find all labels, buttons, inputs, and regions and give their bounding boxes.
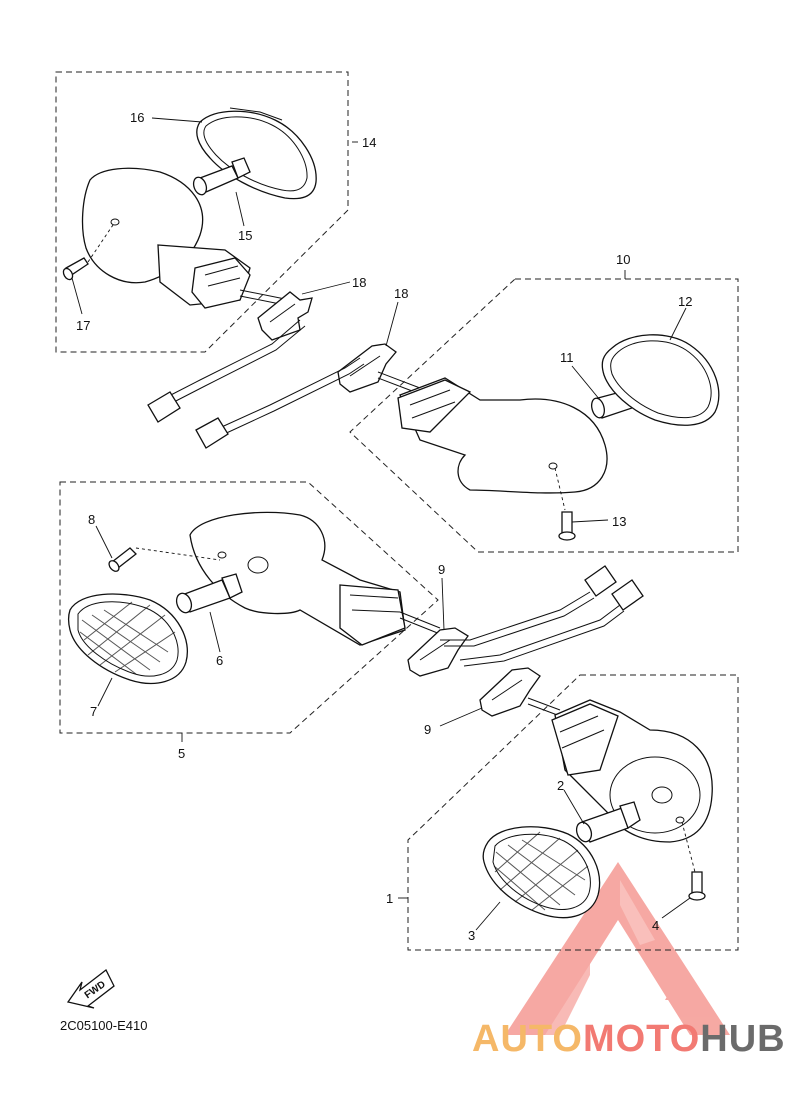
assembly-box-1 — [407, 674, 739, 951]
turn-signal-assembly-14 — [62, 107, 317, 309]
brand-hub: HUB — [700, 1018, 786, 1060]
turn-signal-assembly-10 — [397, 334, 720, 541]
turn-signal-assembly-5 — [67, 511, 441, 684]
callout-3: 3 — [468, 928, 475, 943]
wire-harness-upper — [147, 319, 421, 449]
callout-1: 1 — [386, 891, 393, 906]
callout-16: 16 — [130, 110, 144, 125]
callout-11: 11 — [560, 350, 574, 365]
leader-lines — [71, 117, 691, 931]
clip-9-lower — [479, 667, 541, 717]
callout-14: 14 — [362, 135, 376, 150]
callout-13: 13 — [612, 514, 626, 529]
callout-18-right: 18 — [394, 286, 408, 301]
callout-9-lower: 9 — [424, 722, 431, 737]
clip-18-left — [257, 291, 313, 341]
callout-6: 6 — [216, 653, 223, 668]
callout-10: 10 — [616, 252, 630, 267]
callout-17: 17 — [76, 318, 90, 333]
callout-18-left: 18 — [352, 275, 366, 290]
callout-5: 5 — [178, 746, 185, 761]
watermark-brand: AUTOMOTOHUB — [472, 1018, 786, 1061]
callout-15: 15 — [238, 228, 252, 243]
assembly-box-5 — [59, 481, 439, 734]
callout-8: 8 — [88, 512, 95, 527]
callout-4: 4 — [652, 918, 659, 933]
brand-auto: AUTO — [472, 1018, 583, 1060]
turn-signal-assembly-1 — [482, 699, 713, 919]
callout-9-upper: 9 — [438, 562, 445, 577]
diagram-code: 2C05100-E410 — [60, 1018, 148, 1033]
wire-harness-lower — [440, 565, 644, 717]
fwd-arrow-icon: FWD — [66, 969, 115, 1009]
callout-7: 7 — [90, 704, 97, 719]
watermark-logo-icon — [505, 862, 730, 1035]
assembly-box-14 — [55, 71, 349, 353]
clip-18-right — [337, 343, 397, 393]
brand-moto: MOTO — [582, 1018, 701, 1060]
assembly-box-10 — [349, 278, 739, 553]
callouts: 1 2 3 4 5 6 7 8 9 9 10 11 12 13 14 15 16… — [76, 110, 692, 943]
callout-2: 2 — [557, 778, 564, 793]
callout-12: 12 — [678, 294, 692, 309]
clip-9-upper — [407, 627, 469, 677]
